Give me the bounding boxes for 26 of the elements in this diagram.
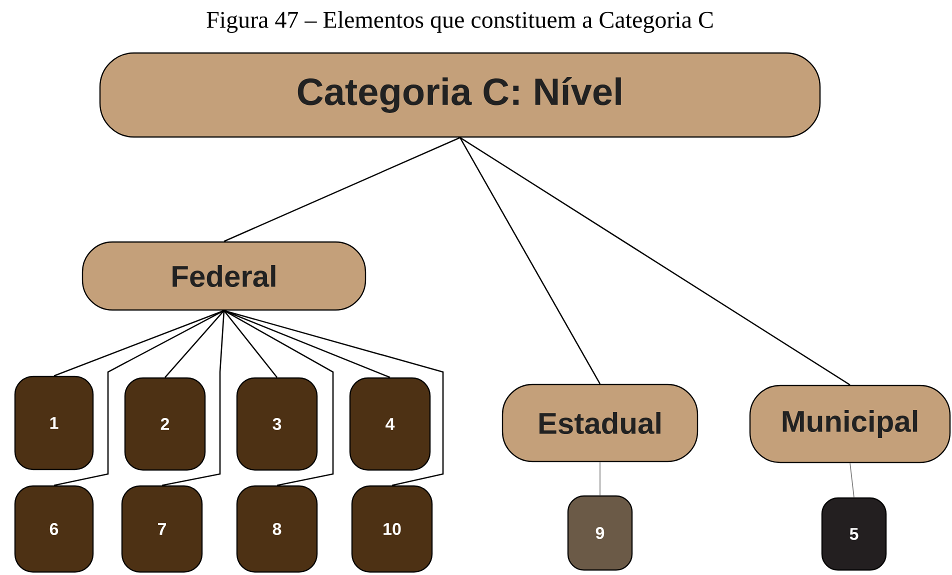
connector-line [224, 310, 334, 486]
connector-line [850, 462, 854, 498]
number-box: 3 [236, 377, 318, 471]
number-box: 9 [567, 495, 633, 571]
figure-title: Figura 47 – Elementos que constituem a Categoria C [206, 11, 713, 33]
pill-box: Estadual [502, 384, 698, 462]
connector-line [224, 310, 444, 486]
connector-line [224, 137, 460, 242]
number-box: 8 [236, 485, 318, 573]
number-box: 1 [14, 376, 94, 470]
number-box: 6 [14, 485, 94, 573]
connector-line [460, 137, 850, 386]
connector-line [54, 310, 224, 486]
number-box: 2 [124, 377, 206, 471]
number-box: 10 [351, 485, 433, 573]
connector-line [162, 310, 225, 486]
connector-line [54, 310, 224, 376]
pill-box: Federal [82, 241, 366, 311]
number-box: 5 [821, 497, 887, 571]
number-box: 7 [121, 485, 203, 573]
pill-box: Municipal [749, 384, 951, 464]
number-box: 4 [349, 377, 431, 471]
connector-line [224, 310, 278, 378]
connector-line [459, 137, 601, 384]
pill-box: Categoria C: Nível [99, 52, 821, 138]
connector-line [164, 310, 224, 378]
